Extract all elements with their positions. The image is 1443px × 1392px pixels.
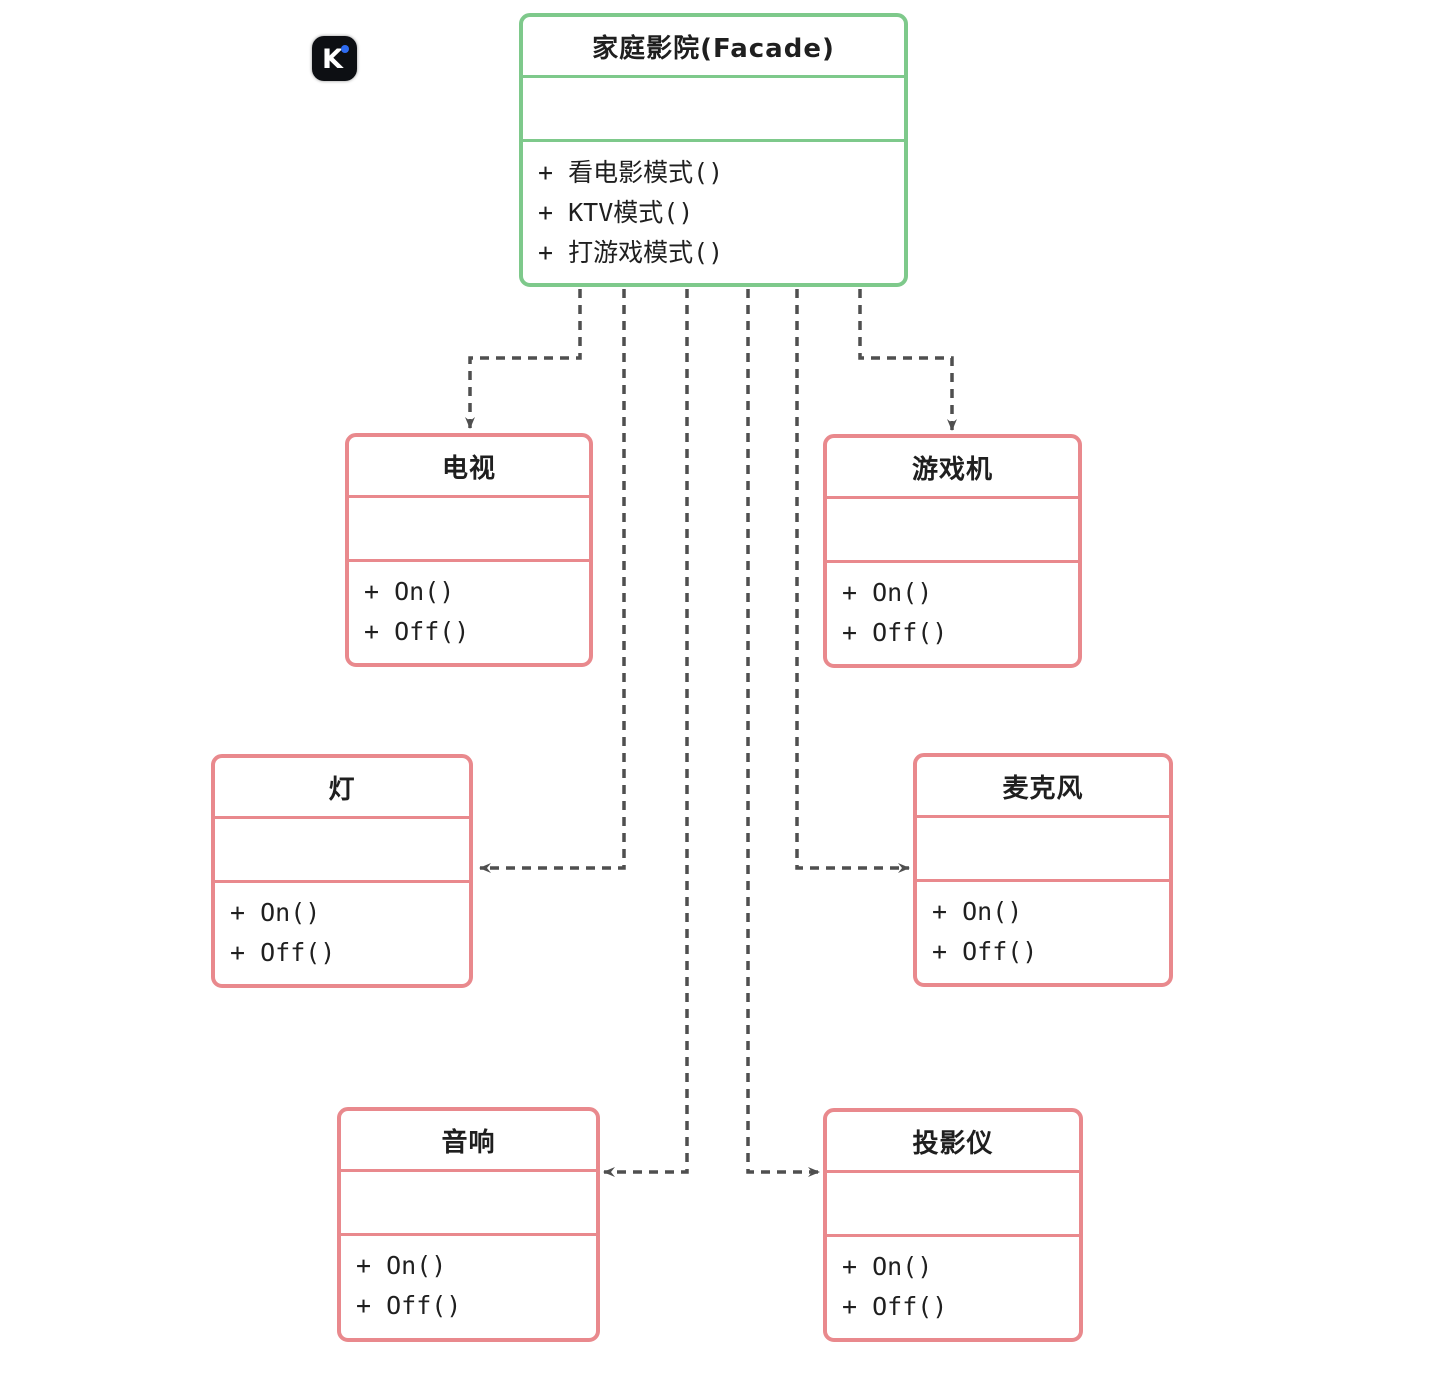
class-methods-compartment: + On() + Off(): [341, 1233, 596, 1338]
method-item: + 打游戏模式(): [538, 238, 724, 267]
class-title: 游戏机: [911, 454, 993, 485]
class-methods-compartment: + On() + Off(): [827, 1234, 1079, 1338]
connector-facade-to-tv: [465, 289, 582, 429]
method-item: + On(): [356, 1250, 447, 1280]
connector-facade-to-projector: [746, 289, 820, 1177]
connector-facade-to-speaker: [603, 289, 689, 1177]
class-title: 灯: [328, 774, 356, 805]
method-item: + Off(): [230, 937, 336, 967]
method-item: + KTV模式(): [538, 198, 694, 227]
class-title: 电视: [441, 453, 496, 484]
class-title: 家庭影院(Facade): [592, 33, 835, 64]
method-item: + Off(): [364, 616, 470, 646]
method-item: + Off(): [932, 936, 1038, 966]
method-item: + Off(): [842, 1291, 948, 1321]
class-box-facade: 家庭影院(Facade) + 看电影模式() + KTV模式() + 打游戏模式…: [519, 13, 908, 287]
method-item: + On(): [932, 896, 1023, 926]
class-title: 麦克风: [1002, 773, 1084, 804]
method-item: + Off(): [842, 617, 948, 647]
class-box-speaker: 音响 + On() + Off(): [337, 1107, 600, 1342]
class-methods-compartment: + On() + Off(): [827, 560, 1078, 664]
method-item: + On(): [842, 577, 933, 607]
class-title: 投影仪: [912, 1128, 994, 1159]
class-box-tv: 电视 + On() + Off(): [345, 433, 593, 667]
class-methods-compartment: + On() + Off(): [349, 559, 589, 663]
class-attributes-compartment: [215, 816, 469, 880]
method-item: + 看电影模式(): [538, 158, 724, 187]
method-item: + On(): [230, 897, 321, 927]
class-box-light: 灯 + On() + Off(): [211, 754, 473, 988]
connector-facade-to-light: [479, 289, 626, 873]
class-attributes-compartment: [827, 1170, 1079, 1234]
method-item: + On(): [364, 576, 455, 606]
class-attributes-compartment: [341, 1169, 596, 1233]
class-attributes-compartment: [349, 495, 589, 559]
class-box-microphone: 麦克风 + On() + Off(): [913, 753, 1173, 987]
class-methods-compartment: + On() + Off(): [215, 880, 469, 984]
logo-letter: K: [322, 44, 343, 75]
class-attributes-compartment: [523, 75, 904, 139]
app-logo-k-icon: K: [312, 36, 357, 81]
class-title: 音响: [441, 1127, 496, 1158]
class-methods-compartment: + 看电影模式() + KTV模式() + 打游戏模式(): [523, 139, 904, 283]
connector-facade-to-game-console: [858, 289, 957, 431]
method-item: + On(): [842, 1251, 933, 1281]
class-methods-compartment: + On() + Off(): [917, 879, 1169, 983]
connector-facade-to-microphone: [795, 289, 910, 873]
method-item: + Off(): [356, 1290, 462, 1320]
class-attributes-compartment: [827, 496, 1078, 560]
class-attributes-compartment: [917, 815, 1169, 879]
class-box-projector: 投影仪 + On() + Off(): [823, 1108, 1083, 1342]
class-box-game-console: 游戏机 + On() + Off(): [823, 434, 1082, 668]
logo-dot-icon: [341, 45, 349, 53]
